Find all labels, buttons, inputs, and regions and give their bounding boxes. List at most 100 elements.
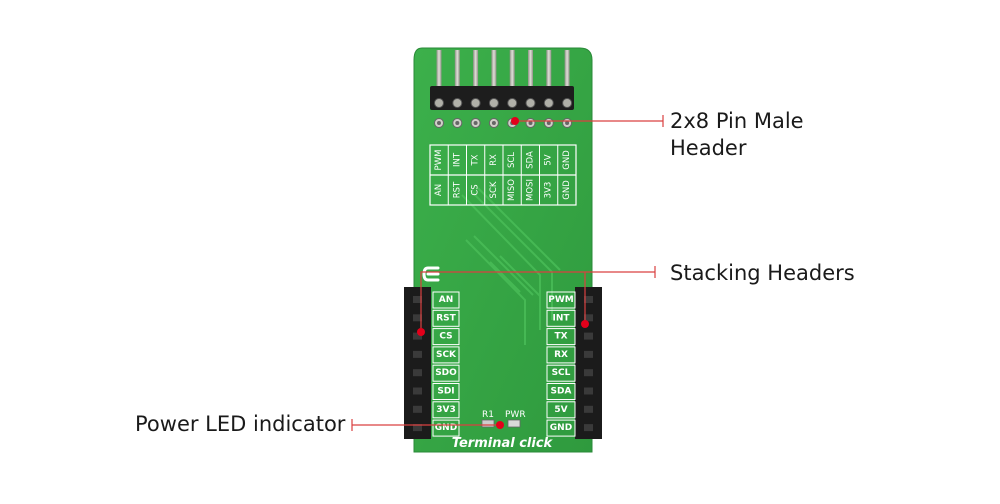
pin-pad xyxy=(525,98,536,108)
pin-hole xyxy=(528,121,533,125)
stack-hole xyxy=(413,296,422,303)
pin-label-bottom: SCK xyxy=(489,181,499,198)
callout-power-led: Power LED indicator xyxy=(135,412,346,436)
right-header-labels: PWM INT TX RX SCL SDA 5V GND xyxy=(546,291,576,437)
side-pin-label: 5V xyxy=(554,405,567,415)
label-box xyxy=(432,401,460,419)
header-pin xyxy=(491,50,497,90)
header-pin xyxy=(473,50,479,90)
male-header-pins xyxy=(430,50,574,128)
label-box xyxy=(432,419,460,437)
stack-hole xyxy=(413,332,422,340)
label-box xyxy=(546,364,576,382)
pin-hole xyxy=(473,121,478,125)
label-box xyxy=(432,328,460,346)
pin-hole xyxy=(565,121,570,125)
male-header-plastic xyxy=(430,86,574,110)
stack-hole xyxy=(413,387,422,395)
label-box xyxy=(432,364,460,382)
callout-stacking-headers: Stacking Headers xyxy=(670,261,855,285)
side-pin-label: CS xyxy=(439,332,452,342)
header-pin xyxy=(436,50,442,90)
pin-label-bottom: 3V3 xyxy=(544,182,554,199)
pin-pad xyxy=(452,98,463,108)
pin-pad xyxy=(543,98,554,108)
label-box xyxy=(546,291,576,309)
pin-pad xyxy=(507,98,518,108)
side-pin-label: AN xyxy=(439,295,454,305)
label-box xyxy=(546,401,576,419)
stack-hole xyxy=(584,332,593,340)
right-stacking-header xyxy=(575,287,602,439)
header-pin xyxy=(528,50,533,90)
side-pin-label: 3V3 xyxy=(436,405,456,415)
pwr-label: PWR xyxy=(505,410,526,420)
power-led xyxy=(507,419,521,428)
pin-hole xyxy=(437,121,441,125)
left-stacking-header xyxy=(404,287,431,439)
pin-label-bottom: CS xyxy=(471,184,481,195)
pin-label-bottom: GND xyxy=(562,180,572,200)
pin-label-top: 5V xyxy=(544,154,554,165)
pin-label-bottom: MISO xyxy=(507,179,517,201)
side-pin-label: RX xyxy=(554,350,568,360)
stack-hole xyxy=(413,350,422,358)
label-box xyxy=(546,309,576,327)
side-pin-label: SDI xyxy=(437,387,454,397)
label-box xyxy=(432,346,460,364)
pin-label-top: RX xyxy=(489,154,499,166)
side-pin-label: SDO xyxy=(435,368,457,378)
board-name: Terminal click xyxy=(452,436,554,451)
r1-label: R1 xyxy=(482,410,494,420)
side-pin-label: SCL xyxy=(552,368,571,378)
header-pin xyxy=(564,50,570,90)
pin-pad xyxy=(562,98,573,108)
pin-label-top: TX xyxy=(471,154,481,166)
side-pin-label: RST xyxy=(436,313,456,323)
stack-hole xyxy=(584,369,593,377)
side-pin-label: GND xyxy=(550,423,572,433)
side-pin-label: TX xyxy=(554,332,567,342)
label-box xyxy=(432,383,460,400)
pin-hole xyxy=(491,121,496,125)
header-pin xyxy=(509,50,515,90)
label-box xyxy=(432,291,460,309)
stack-hole xyxy=(584,314,593,322)
label-box xyxy=(546,346,576,364)
stack-hole xyxy=(584,424,593,432)
stack-hole xyxy=(584,405,593,413)
pin-label-bottom: MOSI xyxy=(525,179,535,201)
label-box xyxy=(432,309,460,327)
label-box xyxy=(546,383,576,400)
side-pin-label: PWM xyxy=(548,295,574,305)
pin-pad xyxy=(488,98,499,108)
stack-hole xyxy=(413,314,422,322)
side-pin-label: INT xyxy=(552,313,570,323)
stack-hole xyxy=(413,405,422,413)
stack-hole xyxy=(584,350,593,358)
callout-lines xyxy=(351,115,664,431)
mikroe-logo xyxy=(422,266,440,282)
callout-male-header: 2x8 Pin Male Header xyxy=(670,109,804,160)
pin-label-bottom: RST xyxy=(452,181,462,198)
pin-label-top: PWM xyxy=(434,150,444,171)
pin-label-top: GND xyxy=(562,150,572,170)
pin-hole xyxy=(455,121,460,125)
header-pin xyxy=(454,50,460,90)
pin-pad xyxy=(470,98,481,108)
label-box xyxy=(546,328,576,346)
stack-hole xyxy=(413,424,422,432)
pin-label-top: SCL xyxy=(507,152,517,168)
pin-pad xyxy=(434,98,444,108)
stack-hole xyxy=(413,369,422,377)
pin-label-top: INT xyxy=(452,152,462,167)
resistor-r1 xyxy=(481,419,495,428)
side-pin-label: SCK xyxy=(436,350,457,360)
stack-hole xyxy=(584,296,593,303)
header-pin xyxy=(546,50,552,90)
side-pin-label: GND xyxy=(435,423,457,433)
callout-markers xyxy=(417,117,589,429)
side-pin-label: SDA xyxy=(551,387,572,397)
